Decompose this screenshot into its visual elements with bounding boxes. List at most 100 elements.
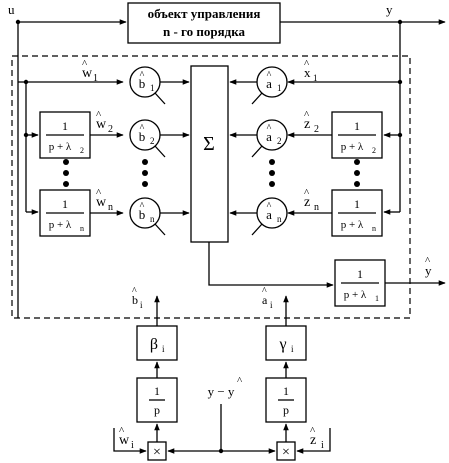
ai-hat: ^: [262, 286, 267, 297]
a2-sub: 2: [277, 136, 282, 146]
ellipsis-dot: [63, 181, 69, 187]
b1-hat: ^: [140, 70, 145, 81]
plant-title-line1: объект управления: [148, 6, 261, 21]
filter-right2-den: p + λ: [341, 141, 364, 153]
wn-label: w: [96, 195, 107, 210]
z2-hat: ^: [304, 109, 310, 121]
b2-sub: 2: [150, 136, 155, 146]
an-symbol: a: [266, 207, 272, 222]
wi-label: w: [119, 433, 130, 448]
b2-adjust-line: [154, 145, 166, 158]
b1-adjust-line: [154, 92, 166, 105]
ai-label: a: [262, 293, 268, 307]
zn-sub: n: [314, 202, 319, 213]
ai-sub: i: [270, 300, 273, 310]
ellipsis-dot: [63, 159, 69, 165]
z2-sub: 2: [314, 124, 319, 135]
multiplier-left-symbol: ×: [153, 445, 161, 460]
ellipsis-dot: [269, 170, 275, 176]
ellipsis-dot: [142, 170, 148, 176]
w2-sub: 2: [108, 124, 113, 135]
w1-label: w: [82, 66, 93, 81]
ellipsis-dot: [269, 181, 275, 187]
filter-right2-num: 1: [354, 119, 360, 133]
y-junction-2: [397, 132, 403, 138]
bi-hat: ^: [132, 286, 137, 297]
bn-symbol: b: [139, 207, 146, 222]
wi-hat: ^: [119, 425, 125, 437]
filter-rightn-den: p + λ: [341, 219, 364, 231]
beta-symbol: β: [150, 336, 158, 353]
w2-hat: ^: [96, 109, 102, 121]
w1-hat: ^: [82, 58, 88, 70]
error-label: y − y: [208, 384, 235, 399]
b2-hat: ^: [140, 123, 145, 134]
ellipsis-dot: [142, 159, 148, 165]
zi-sub: i: [321, 440, 324, 451]
multiplier-right: [276, 441, 296, 461]
b2-symbol: b: [139, 129, 146, 144]
w2-label: w: [96, 117, 107, 132]
ellipsis-dot: [354, 181, 360, 187]
filter-left2-num: 1: [62, 119, 68, 133]
x1-hat: ^: [304, 58, 310, 70]
signal-y-label: y: [386, 2, 393, 17]
wi-sub: i: [131, 440, 134, 451]
zi-label: z: [310, 433, 316, 448]
filter-leftn-sub: n: [80, 224, 84, 233]
y-hat-label: y: [425, 263, 432, 278]
z2-label: z: [304, 117, 310, 132]
zn-hat: ^: [304, 187, 310, 199]
filter-rightn-sub: n: [372, 224, 376, 233]
filter-left2-den: p + λ: [49, 141, 72, 153]
error-hat: ^: [237, 375, 243, 387]
plant-block: [127, 2, 281, 44]
ellipsis-dot: [354, 170, 360, 176]
wi-to-multiplier: [113, 428, 147, 454]
a1-sub: 1: [277, 83, 282, 93]
filter-leftn-num: 1: [62, 197, 68, 211]
ellipsis-dot: [63, 170, 69, 176]
a2-adjust-line: [251, 145, 263, 158]
b1-symbol: b: [139, 76, 146, 91]
bi-sub: i: [140, 300, 143, 310]
a2-symbol: a: [266, 129, 272, 144]
multiplier-left: [147, 441, 167, 461]
gamma-sub: i: [291, 344, 294, 354]
int-left-den: p: [154, 403, 160, 417]
a1-symbol: a: [266, 76, 272, 91]
an-adjust-line: [251, 223, 263, 236]
an-hat: ^: [267, 201, 272, 212]
filter-out-den: p + λ: [344, 289, 367, 301]
int-left-num: 1: [154, 384, 160, 398]
gain-a2: [256, 119, 288, 151]
zn-label: z: [304, 195, 310, 210]
y-hat-hat: ^: [425, 255, 431, 267]
signal-u-label: u: [8, 2, 15, 17]
y-junction-1: [397, 79, 403, 85]
summation-block: [190, 65, 229, 243]
zi-to-multiplier: [296, 428, 331, 454]
wn-hat: ^: [96, 187, 102, 199]
an-sub: n: [277, 214, 282, 224]
gain-a1: [256, 66, 288, 98]
zi-hat: ^: [310, 425, 316, 437]
a2-hat: ^: [267, 123, 272, 134]
ellipsis-dot: [142, 181, 148, 187]
filter-right2-sub: 2: [372, 146, 376, 155]
gamma-symbol: γ: [278, 336, 286, 353]
wn-sub: n: [108, 202, 113, 213]
filter-rightn-num: 1: [354, 197, 360, 211]
int-right-num: 1: [283, 384, 289, 398]
summation-symbol: Σ: [203, 133, 215, 155]
ellipsis-dot: [269, 159, 275, 165]
bn-hat: ^: [140, 201, 145, 212]
bn-sub: n: [150, 214, 155, 224]
filter-left2-sub: 2: [80, 146, 84, 155]
beta-sub: i: [162, 344, 165, 354]
bi-label: b: [132, 293, 138, 307]
x1-sub: 1: [313, 73, 318, 83]
bus-junction-2: [23, 132, 29, 138]
sum-to-output-filter: [208, 242, 334, 288]
